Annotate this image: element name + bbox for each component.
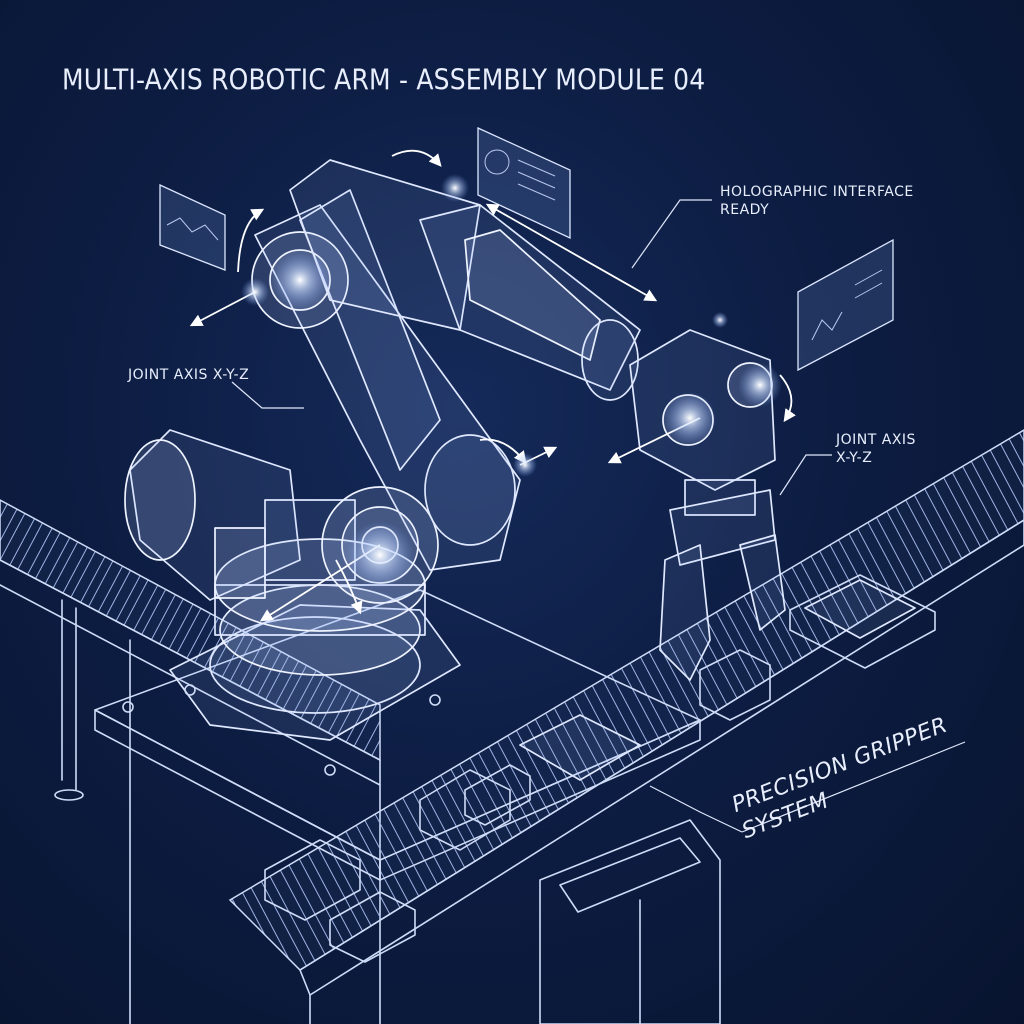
motor-housing [124,429,356,601]
joint-axis-label-right: JOINT AXIS X-Y-Z [836,432,916,466]
leader-lines [231,199,966,833]
joint-axis-label-left: JOINT AXIS X-Y-Z [128,367,250,383]
joint-glows [241,174,782,589]
robot-platform [94,589,701,881]
conveyor-parts [264,574,936,963]
page-title: MULTI-AXIS ROBOTIC ARM - ASSEMBLY MODULE… [62,63,706,97]
holographic-interface-label: HOLOGRAPHIC INTERFACE READY [720,184,914,218]
